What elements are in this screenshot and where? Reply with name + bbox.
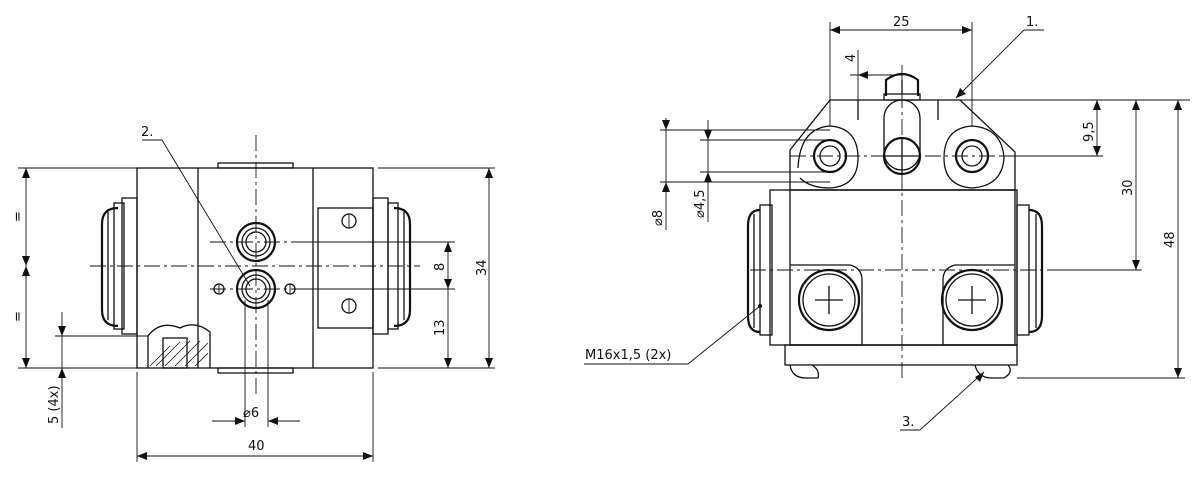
section-cut (147, 324, 211, 369)
equal-upper: = (11, 211, 26, 222)
callout-3: 3. (902, 415, 914, 430)
base-plate (784, 344, 1018, 366)
dim-hole-spacing: 8 (433, 263, 448, 271)
dim-total-height: 48 (1163, 231, 1178, 248)
dim-hole-outer: ⌀8 (651, 210, 666, 226)
thread-label: M16x1,5 (2x) (585, 348, 671, 363)
equal-lower: = (11, 311, 26, 322)
dim-side-edge: 5 (4x) (47, 385, 62, 424)
dim-height: 34 (475, 259, 490, 276)
bottom-slot (217, 367, 294, 374)
callout-1: 1. (1026, 15, 1038, 30)
right-recess (317, 207, 374, 329)
dim-upper-offset: 9,5 (1082, 121, 1097, 142)
callout-2: 2. (141, 125, 153, 140)
side-view: 25 4 9,5 30 48 ⌀8 ⌀4,5 (584, 15, 1190, 431)
lower-hole-left (790, 264, 863, 346)
dim-top-width: 25 (893, 15, 910, 30)
dim-lower-offset: 13 (433, 319, 448, 336)
dim-bore: ⌀6 (243, 406, 259, 421)
lower-hole-right (940, 264, 1015, 346)
plunger-slot (882, 99, 922, 176)
top-slot (217, 162, 294, 169)
dim-plunger-offset: 4 (844, 54, 859, 62)
dim-hole-inner: ⌀4,5 (693, 189, 708, 218)
upper-hole-left (797, 125, 859, 189)
upper-hole-right (943, 125, 1005, 189)
side-thread-right (1016, 204, 1044, 336)
front-view: 2. 40 ⌀6 34 8 13 (11, 125, 495, 462)
dim-width: 40 (248, 439, 265, 454)
dim-mid-height: 30 (1121, 179, 1136, 196)
